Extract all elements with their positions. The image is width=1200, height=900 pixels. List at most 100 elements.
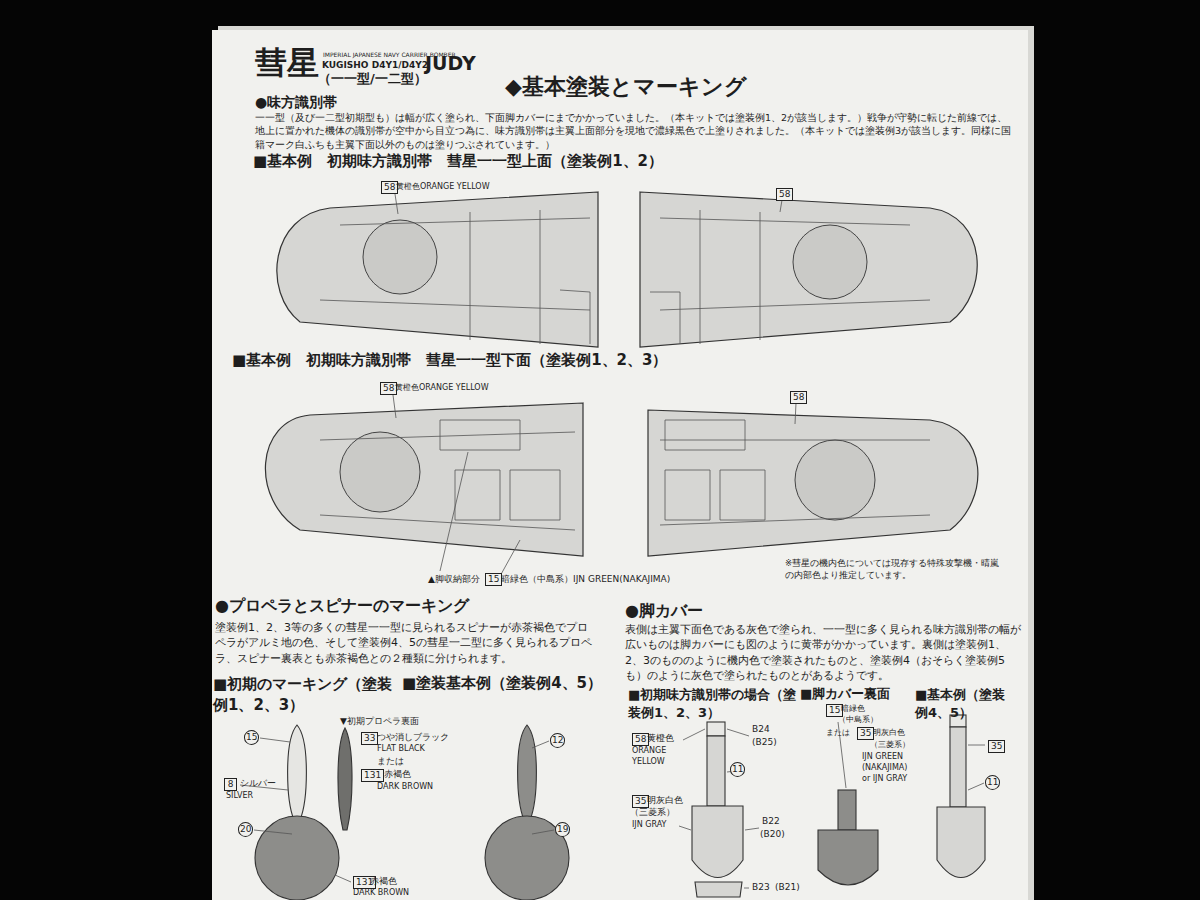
section-heading-text: ●プロペラとスピナーのマーキング [215, 596, 469, 615]
paragraph: 表側は主翼下面色である灰色で塗られ、一一型に多く見られる味方識別帯の幅が広いもの… [625, 622, 1022, 684]
part-name-text: ▲脚収納部分 [428, 574, 480, 584]
part-number-text: B23 [752, 882, 770, 892]
figure-heading: ■基本例（塗装例4、5） [915, 686, 1017, 722]
color-name-text: FLAT BLACK [377, 744, 425, 753]
color-name: YELLOW [632, 757, 665, 767]
color-name-text: 暗緑色（中島系）IJN GREEN(NAKAJIMA) [501, 574, 670, 584]
color-name: IJN GREEN [862, 752, 903, 762]
part-number-text: B24 [752, 724, 770, 734]
color-name-text: ORANGE [632, 746, 666, 755]
color-name: SILVER [226, 791, 253, 801]
color-name: 黄橙色 [647, 733, 674, 744]
paragraph-text: 表側は主翼下面色である灰色で塗られ、一一型に多く見られる味方識別帯の幅が広いもの… [625, 623, 1021, 682]
figure-heading-text: ■基本例 初期味方識別帯 彗星一一型下面（塗装例1、2、3） [232, 351, 667, 369]
nickname-text: JUDY [425, 52, 476, 74]
model-code: KUGISHO D4Y1/D4Y2 [322, 60, 428, 71]
color-name: ORANGE [632, 746, 666, 756]
color-name-text: 赤褐色 [384, 769, 411, 779]
part-number-text: (B21) [775, 882, 800, 892]
color-number: 58 [632, 733, 649, 746]
figure-heading: ■基本例 初期味方識別帯 彗星一一型下面（塗装例1、2、3） [232, 351, 667, 369]
number-text: 33 [364, 733, 375, 743]
color-name-text: （中島系） [838, 715, 878, 724]
part-number: B24 [752, 724, 770, 735]
color-name: 赤褐色 [384, 769, 411, 780]
color-number: 35 [988, 740, 1005, 753]
part-number: (B20) [760, 829, 785, 840]
color-number: 35 [632, 795, 649, 808]
note: ※彗星の機内色については現存する特殊攻撃機・晴嵐の内部色より推定しています。 [785, 558, 1007, 582]
part-number: (B21) [775, 882, 800, 893]
color-name-text: シルバー [240, 778, 276, 788]
kit-title-text: 彗星 [255, 44, 319, 82]
part-name: ▲脚収納部分 [428, 574, 480, 585]
note: または [377, 756, 404, 767]
color-name-text: （三菱系） [630, 807, 675, 817]
figure-heading-text: ■基本例 初期味方識別帯 彗星一一型上面（塗装例1、2） [253, 152, 663, 170]
color-name: (NAKAJIMA) [862, 763, 907, 773]
color-number: 15 [485, 573, 502, 586]
number-text: 15 [246, 732, 257, 742]
kit-title: 彗星 [255, 44, 319, 82]
color-name: FLAT BLACK [377, 744, 425, 754]
color-number: 33 [361, 732, 378, 745]
figure-heading: ■初期味方識別帯の場合（塗装例1、2、3） [628, 686, 800, 722]
figure-heading-text: ■塗装基本例（塗装例4、5） [402, 674, 602, 692]
number-text: 35 [635, 796, 646, 806]
number-text: 131 [364, 770, 381, 780]
color-name-text: DARK BROWN [353, 888, 409, 897]
number-text: 12 [552, 735, 563, 745]
note-text: または [826, 728, 850, 737]
figure-heading-text: ■初期味方識別帯の場合（塗装例1、2、3） [628, 687, 796, 720]
number-text: 58 [793, 392, 804, 402]
color-name-text: 明灰白色 [647, 795, 683, 805]
color-name-text: SILVER [226, 791, 253, 800]
number-text: 58 [779, 189, 790, 199]
section-heading: ●プロペラとスピナーのマーキング [215, 596, 469, 615]
figure-heading-text: ■基本例（塗装例4、5） [915, 687, 1005, 720]
section-heading: ●脚カバー [625, 601, 703, 620]
color-name-text: IJN GREEN [862, 752, 903, 761]
page-heading: ◆基本塗装とマーキング [505, 74, 747, 100]
part-name: ▼初期プロペラ裏面 [340, 716, 419, 727]
color-name-text: 黄橙色 [647, 733, 674, 743]
note-text: または [377, 756, 404, 766]
color-name: つや消しブラック [377, 732, 449, 743]
color-name: （三菱系） [870, 740, 910, 750]
figure-heading-text: ■初期のマーキング（塗装例1、2、3） [213, 675, 392, 714]
number-text: 58 [635, 734, 646, 744]
part-name-text: ▼初期プロペラ裏面 [340, 716, 419, 726]
part-number: (B25) [752, 737, 777, 748]
part-number-text: B22 [762, 816, 780, 826]
color-number: 58 [381, 181, 398, 194]
figure-heading-text: ■脚カバー裏面 [800, 686, 890, 701]
number-text: 15 [829, 705, 840, 715]
part-number: B23 [752, 882, 770, 893]
color-name: （中島系） [838, 715, 878, 725]
color-name-text: 黄橙色ORANGE YELLOW [396, 182, 490, 191]
note: または [826, 728, 850, 738]
color-name: 暗緑色 [841, 704, 865, 714]
color-name-text: 暗緑色 [841, 704, 865, 713]
color-name-text: DARK BROWN [377, 782, 433, 791]
color-name: or IJN GRAY [862, 774, 907, 784]
figure-heading: ■脚カバー裏面 [800, 686, 890, 702]
section-heading-text: ●脚カバー [625, 601, 703, 620]
page-heading-text: ◆基本塗装とマーキング [505, 74, 747, 99]
figure-heading: ■塗装基本例（塗装例4、5） [402, 674, 602, 692]
color-number: 8 [224, 778, 237, 791]
color-name: 明灰白色 [873, 728, 905, 738]
color-name: 明灰白色 [647, 795, 683, 806]
color-name-text: or IJN GRAY [862, 774, 907, 783]
color-number: 131 [361, 769, 384, 782]
color-name-text: 赤褐色 [370, 876, 397, 886]
paragraph: 塗装例1、2、3等の多くの彗星一一型に見られるスピナーが赤茶褐色でプロペラがアル… [215, 620, 595, 666]
paragraph: 一一型（及び一二型初期型も）は幅が広く塗られ、下面脚カバーにまでかかっていました… [255, 111, 1012, 151]
note-text: ※彗星の機内色については現存する特殊攻撃機・晴嵐の内部色より推定しています。 [785, 558, 999, 580]
type-text-text: （一一型/一二型） [318, 71, 427, 86]
color-name-text: 黄橙色ORANGE YELLOW [395, 383, 489, 392]
model-code-text: KUGISHO D4Y1/D4Y2 [322, 60, 428, 70]
color-name: 暗緑色（中島系）IJN GREEN(NAKAJIMA) [501, 574, 670, 585]
color-name: 黄橙色ORANGE YELLOW [396, 182, 490, 192]
